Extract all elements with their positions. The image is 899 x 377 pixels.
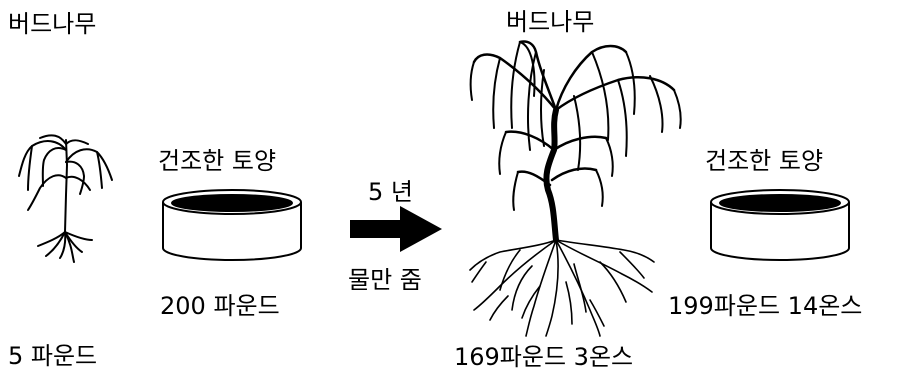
- sapling-branch: [65, 175, 91, 191]
- tree-root: [555, 239, 655, 263]
- tree-whip: [519, 41, 536, 97]
- tree-root: [599, 261, 627, 303]
- sapling-root: [64, 231, 75, 263]
- sapling-branch: [27, 145, 33, 191]
- tree-whip: [512, 171, 519, 211]
- arrow-top-label: 5 년: [368, 178, 413, 206]
- tree-root: [555, 239, 653, 293]
- tree-branch: [504, 130, 556, 152]
- tree-whip: [492, 57, 501, 129]
- tree-root: [521, 285, 541, 319]
- left-tree-title: 버드나무: [8, 10, 97, 38]
- tree-root: [525, 239, 557, 337]
- tree-root: [473, 239, 557, 311]
- sapling-branch: [39, 134, 67, 145]
- tree-root: [469, 239, 557, 271]
- tree-root: [471, 261, 487, 283]
- right-soil-pot: [710, 189, 850, 261]
- tree-root: [565, 281, 573, 325]
- tree-root: [589, 299, 605, 327]
- tree-branch: [518, 40, 558, 112]
- tree-whip: [498, 131, 507, 175]
- sapling-branch: [41, 147, 67, 187]
- left-soil-pot: [162, 189, 302, 261]
- right-soil-weight: 199파운드 14온스: [668, 292, 863, 320]
- right-soil-label: 건조한 토양: [705, 147, 824, 175]
- sapling-root: [45, 231, 66, 257]
- tree-root: [511, 265, 533, 311]
- sapling-branch: [65, 139, 89, 145]
- sapling-branch: [65, 160, 86, 195]
- tree-trunk: [543, 107, 559, 243]
- arrow-right-icon: [350, 206, 442, 252]
- sapling-branch: [27, 174, 67, 211]
- tree-whip: [617, 79, 628, 157]
- tree-branch: [516, 170, 552, 187]
- small-willow-sapling: [18, 134, 113, 263]
- sapling-branch: [65, 148, 113, 181]
- sapling-root: [64, 231, 93, 241]
- tree-branch: [554, 44, 628, 112]
- arrow-bottom-label: 물만 줌: [348, 266, 422, 294]
- tree-branch: [554, 76, 676, 112]
- tree-whip: [469, 61, 475, 101]
- tree-whip: [540, 69, 545, 147]
- large-willow-tree: [469, 40, 682, 337]
- tree-root: [489, 295, 509, 321]
- tree-root: [573, 263, 587, 313]
- tree-whip: [673, 89, 682, 129]
- tree-root: [545, 239, 559, 337]
- left-tree-weight: 5 파운드: [8, 342, 98, 370]
- tree-whip: [591, 51, 610, 141]
- tree-whip: [595, 169, 604, 207]
- sapling-branch: [96, 151, 103, 189]
- right-tree-title: 버드나무: [506, 8, 595, 36]
- tree-whip: [605, 137, 614, 177]
- left-soil-label: 건조한 토양: [158, 147, 277, 175]
- tree-root: [555, 239, 601, 337]
- tree-whip: [649, 75, 664, 133]
- tree-whip: [573, 95, 582, 171]
- tree-root: [619, 251, 645, 279]
- tree-whip: [510, 41, 521, 129]
- tree-whip: [527, 51, 537, 151]
- tree-whip: [625, 51, 636, 115]
- sapling-trunk: [64, 139, 69, 233]
- left-soil-weight: 200 파운드: [160, 292, 280, 320]
- tree-branch: [550, 167, 598, 182]
- right-tree-weight: 169파운드 3온스: [454, 343, 634, 371]
- tree-root: [499, 249, 521, 291]
